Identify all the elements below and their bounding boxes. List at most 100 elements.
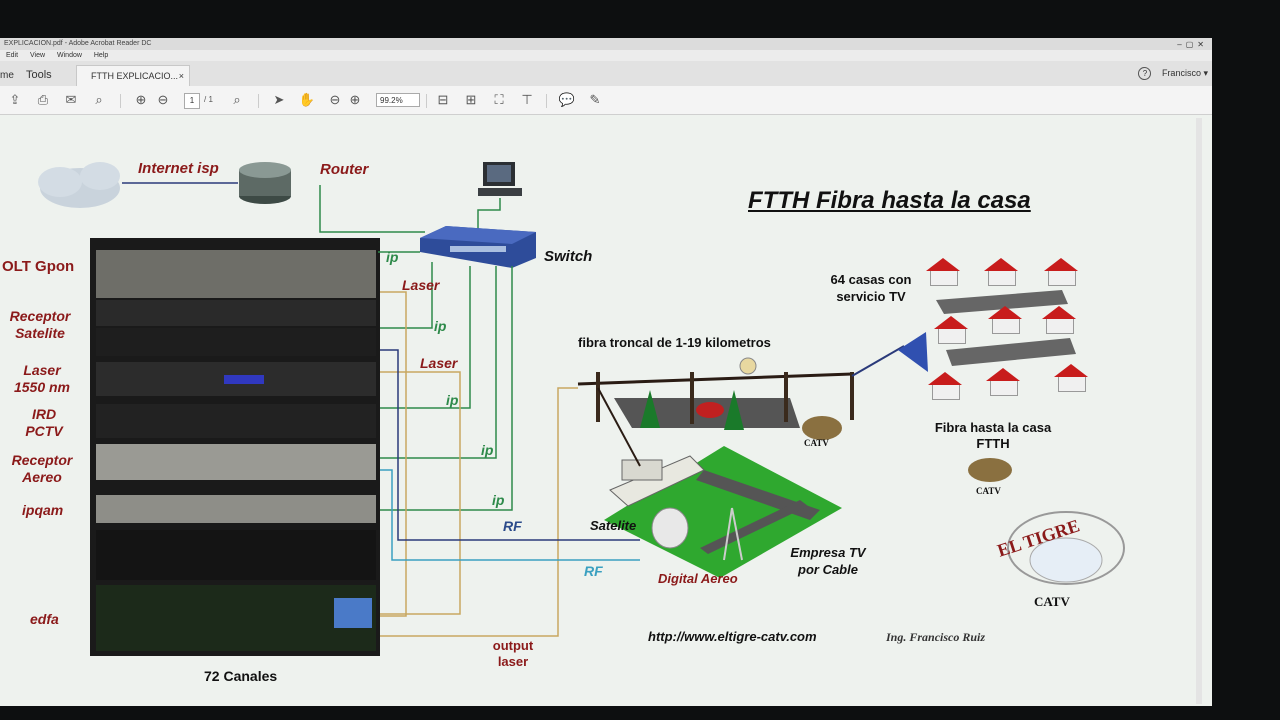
fibra-troncal-label: fibra troncal de 1-19 kilometros — [578, 335, 771, 350]
hand-tool-icon[interactable]: ✋ — [298, 92, 316, 107]
rack-caption: 72 Canales — [204, 668, 278, 684]
house-icon — [984, 258, 1018, 286]
window-controls[interactable]: –▢✕ — [1177, 40, 1208, 49]
internet-label: Internet isp — [138, 160, 219, 177]
computer-icon — [478, 162, 522, 196]
fit-width-icon[interactable]: ⊞ — [465, 92, 477, 107]
house-icon — [988, 306, 1022, 334]
toolbar-separator — [258, 94, 259, 108]
logo-el-tigre-3 — [1007, 511, 1125, 585]
ip-link-2 — [380, 262, 433, 329]
email-icon[interactable]: ✉ — [65, 92, 77, 107]
splitter-link — [851, 345, 905, 377]
full-screen-icon[interactable]: ⛶ — [494, 92, 504, 107]
ip-link-4 — [380, 266, 497, 459]
rf-label-2: RF — [584, 563, 603, 579]
ip-label-4: ip — [481, 442, 494, 458]
ip-label-3: ip — [446, 392, 459, 408]
toolbar-separator — [426, 94, 427, 108]
trunk-fiber-route — [577, 357, 854, 467]
rack-label-laser: Laser 1550 nm — [13, 362, 71, 395]
read-mode-icon[interactable]: ⊤ — [521, 92, 533, 107]
vertical-scrollbar[interactable] — [1196, 118, 1202, 704]
output-laser-link — [380, 387, 578, 637]
splitter-icon — [898, 332, 928, 372]
upload-icon[interactable]: ⇪ — [9, 92, 21, 107]
fibra-casa-label: Fibra hasta la casa FTTH — [934, 420, 1052, 451]
rf-link-1 — [380, 349, 640, 541]
tab-home[interactable]: me — [0, 70, 14, 81]
user-chevron-icon[interactable]: ▾ — [1203, 68, 1208, 78]
page-number-input[interactable]: 1 — [184, 93, 200, 109]
menu-bar: Edit View Window Help — [0, 50, 1212, 61]
ip-link-3 — [380, 266, 471, 409]
page-down-icon[interactable]: ⊖ — [157, 92, 169, 107]
logo-el-tigre-2 — [968, 458, 1012, 482]
menu-window[interactable]: Window — [57, 52, 82, 59]
house-icon — [986, 368, 1020, 396]
router-label: Router — [320, 161, 369, 178]
router-switch-link — [319, 185, 425, 233]
cable-company-site — [604, 446, 842, 578]
houses-group — [936, 290, 1076, 366]
ip-label-5: ip — [492, 492, 505, 508]
tab-document[interactable]: FTTH EXPLICACIO... × — [76, 65, 190, 86]
rack-label-olt: OLT Gpon — [2, 258, 75, 275]
house-icon — [1044, 258, 1078, 286]
satelite-label: Satelite — [590, 518, 637, 533]
menu-edit[interactable]: Edit — [6, 52, 19, 59]
switch-label: Switch — [544, 248, 593, 265]
search-icon[interactable]: ⌕ — [95, 92, 103, 107]
casas-label: 64 casas con servicio TV — [830, 272, 912, 304]
house-icon — [934, 316, 968, 344]
cloud-icon — [38, 162, 120, 208]
house-icon — [1054, 364, 1088, 392]
switch-icon — [420, 226, 536, 268]
diagram-title: FTTH Fibra hasta la casa — [748, 187, 1031, 214]
rack-label-edfa: edfa — [30, 611, 59, 627]
tab-document-label: FTTH EXPLICACIO... — [91, 71, 179, 81]
router-icon — [239, 162, 291, 204]
logo-catv-text: CATV — [1034, 594, 1070, 609]
zoom-out-icon[interactable]: ⊖ — [329, 92, 341, 107]
pen-icon[interactable]: ✎ — [589, 92, 601, 107]
rack-label-receptor-aereo: Receptor Aereo — [11, 452, 73, 485]
digital-aereo-label: Digital Aereo — [658, 571, 738, 586]
laser-label-2: Laser — [420, 355, 458, 371]
computer-switch-link — [477, 198, 501, 232]
zoom-marquee-icon[interactable]: ⌕ — [233, 92, 241, 107]
zoom-select[interactable]: 99.2% — [376, 93, 420, 107]
fit-page-icon[interactable]: ⊟ — [437, 92, 449, 107]
empresa-label: Empresa TV por Cable — [790, 545, 866, 577]
laser-link-2 — [380, 371, 461, 615]
tab-tools[interactable]: Tools — [26, 69, 52, 81]
rack-label-receptor-satelite: Receptor Satelite — [9, 308, 71, 341]
menu-view[interactable]: View — [30, 52, 46, 59]
menu-help[interactable]: Help — [93, 52, 109, 59]
tab-bar: me Tools FTTH EXPLICACIO... × ? Francisc… — [0, 61, 1212, 87]
author-label: Ing. Francisco Ruiz — [886, 630, 986, 644]
equipment-rack — [90, 238, 380, 656]
zoom-in-icon[interactable]: ⊕ — [349, 92, 361, 107]
rf-label-1: RF — [503, 518, 522, 534]
user-area: ? Francisco ▾ — [1138, 67, 1208, 80]
toolbar: ⇪ ⎙ ✉ ⌕ ⊕ ⊖ 1 / 1 ⌕ ➤ ✋ ⊖ ⊕ 99.2% ⊟ ⊞ ⛶ … — [0, 86, 1212, 115]
select-cursor-icon[interactable]: ➤ — [273, 92, 285, 107]
logo-catv-small-2: CATV — [976, 486, 1001, 496]
website-link[interactable]: http://www.eltigre-catv.com — [648, 629, 817, 644]
house-icon — [928, 372, 962, 400]
laser-link-1 — [380, 291, 407, 617]
print-icon[interactable]: ⎙ — [37, 92, 49, 107]
close-tab-icon[interactable]: × — [178, 71, 184, 81]
window-title: EXPLICACION.pdf - Adobe Acrobat Reader D… — [4, 40, 152, 47]
toolbar-separator — [546, 94, 547, 108]
logo-catv-small-1: CATV — [804, 438, 829, 448]
help-icon[interactable]: ? — [1138, 67, 1152, 80]
page-up-icon[interactable]: ⊕ — [135, 92, 147, 107]
comment-icon[interactable]: 💬 — [558, 92, 576, 107]
rack-label-ird: IRD PCTV — [25, 406, 63, 439]
house-icon — [1042, 306, 1076, 334]
user-name[interactable]: Francisco — [1161, 68, 1201, 78]
ip-label-1: ip — [386, 249, 399, 265]
